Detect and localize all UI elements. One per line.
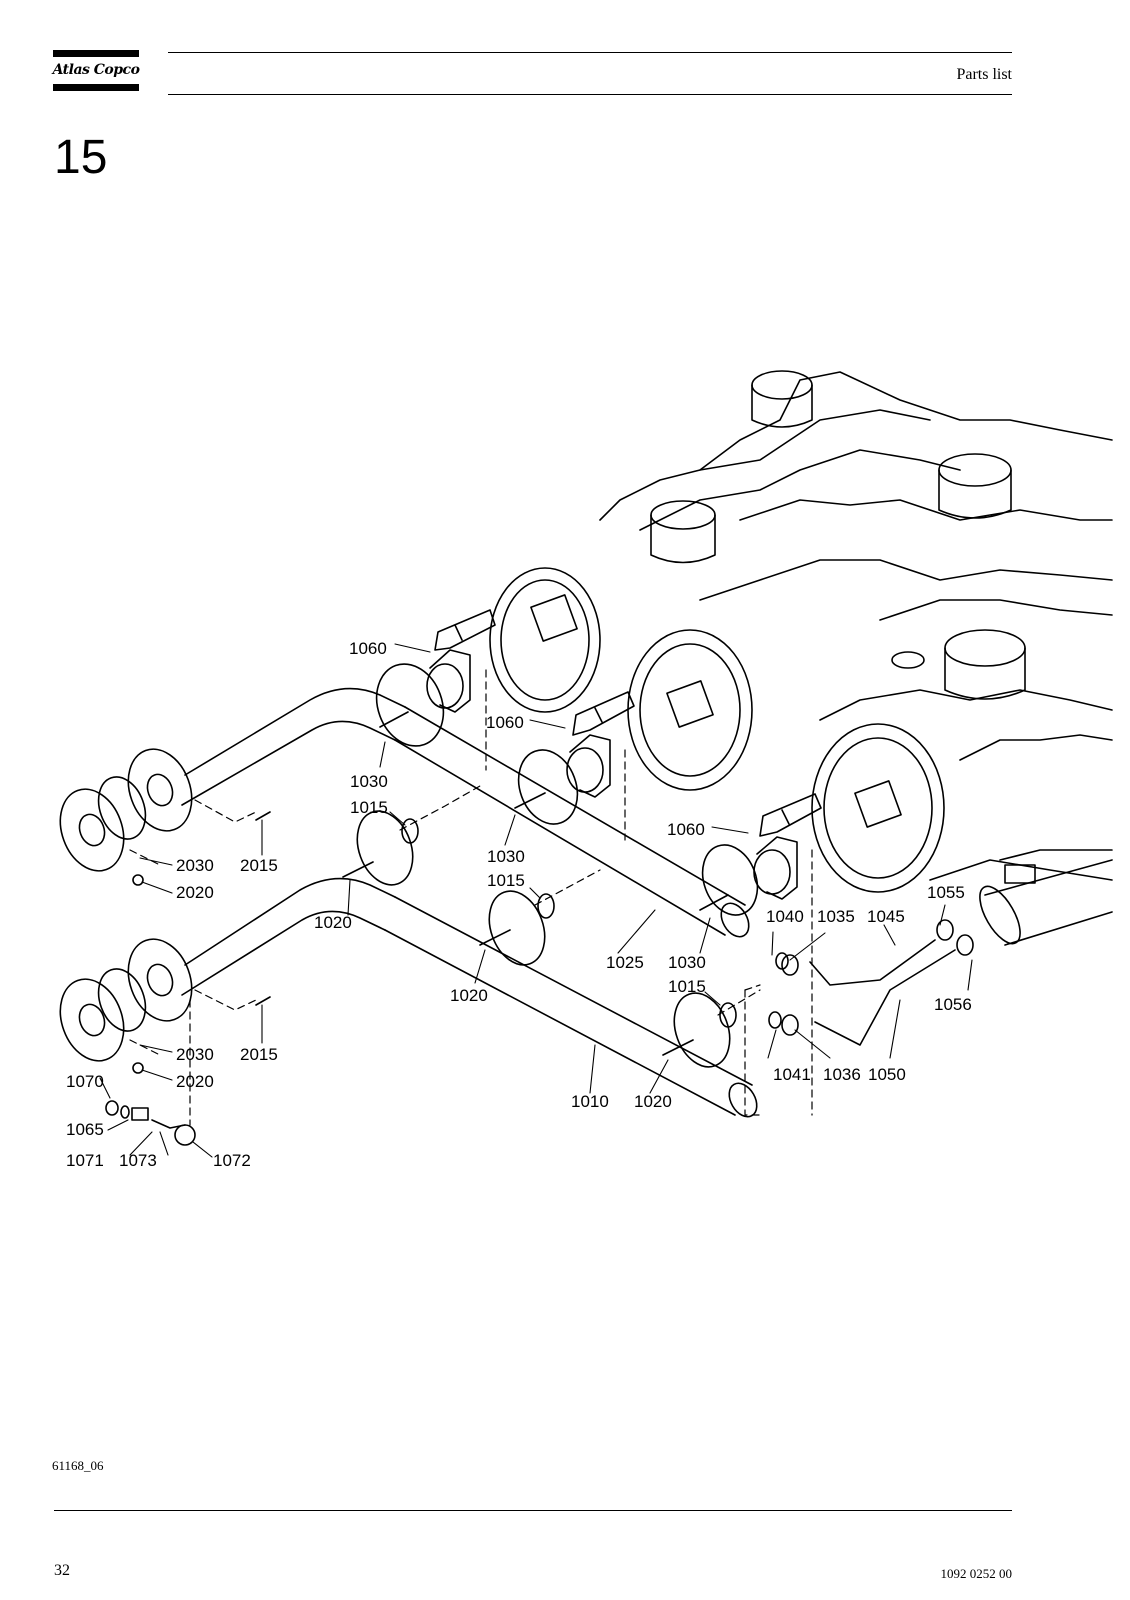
discharge-pipe-lower (181, 810, 758, 1118)
callout-1020-a: 1020 (314, 913, 352, 932)
butterfly-valve-middle (566, 691, 635, 798)
callout-1040: 1040 (766, 907, 804, 926)
logo-bar-top (53, 50, 139, 57)
callout-2030-a: 2030 (176, 856, 214, 875)
callout-1015-c: 1015 (668, 977, 706, 996)
callout-1020-b: 1020 (450, 986, 488, 1005)
butterfly-valve-lower (753, 793, 822, 900)
callout-1060-a: 1060 (349, 639, 387, 658)
hose-assembly (768, 919, 974, 1046)
callout-1030-b: 1030 (487, 847, 525, 866)
callout-1035: 1035 (817, 907, 855, 926)
callout-2015-a: 2015 (240, 856, 278, 875)
page-number: 32 (54, 1562, 70, 1579)
callout-1073: 1073 (119, 1151, 157, 1170)
callout-1065: 1065 (66, 1120, 104, 1139)
discharge-pipe-upper (181, 663, 759, 938)
callout-1072: 1072 (213, 1151, 251, 1170)
leader-lines (99, 643, 973, 1158)
drain-valve-parts (105, 874, 196, 1146)
brand-logo: Atlas Copco (52, 62, 140, 78)
callout-1030-a: 1030 (350, 772, 388, 791)
callout-2020-a: 2020 (176, 883, 214, 902)
flange-group-upper (59, 748, 193, 872)
callout-1055: 1055 (927, 883, 965, 902)
butterfly-valve-upper (426, 609, 496, 713)
document-number: 1092 0252 00 (940, 1566, 1013, 1581)
callout-1060-b: 1060 (486, 713, 524, 732)
callout-2020-b: 2020 (176, 1072, 214, 1091)
callout-1056: 1056 (934, 995, 972, 1014)
section-number: 15 (54, 131, 108, 184)
o-rings (401, 818, 737, 1028)
callout-1041: 1041 (773, 1065, 811, 1084)
header-rule-bottom (168, 94, 1012, 95)
callout-1015-b: 1015 (487, 871, 525, 890)
header-rule-top (168, 52, 1012, 53)
callout-1020-c: 1020 (634, 1092, 672, 1111)
callout-1071: 1071 (66, 1151, 104, 1170)
callout-2030-b: 2030 (176, 1045, 214, 1064)
assembly-guide-lines (129, 669, 813, 1126)
page-header-title: Parts list (956, 66, 1012, 83)
callout-1036: 1036 (823, 1065, 861, 1084)
callout-1050: 1050 (868, 1065, 906, 1084)
logo-bar-bottom (53, 84, 139, 91)
flange-group-lower (59, 938, 193, 1062)
bolts (255, 711, 729, 1056)
callout-1070: 1070 (66, 1072, 104, 1091)
callout-1015-a: 1015 (350, 798, 388, 817)
footer-rule (54, 1510, 1012, 1511)
figure-reference: 61168_06 (52, 1458, 104, 1473)
callout-1025: 1025 (606, 953, 644, 972)
compressor-housing (489, 370, 1113, 946)
callout-2015-b: 2015 (240, 1045, 278, 1064)
callout-1060-c: 1060 (667, 820, 705, 839)
callout-1045: 1045 (867, 907, 905, 926)
callout-1010: 1010 (571, 1092, 609, 1111)
callout-1030-c: 1030 (668, 953, 706, 972)
callout-labels: 1060 1060 1060 1030 1015 1030 1015 2030 … (66, 639, 972, 1170)
